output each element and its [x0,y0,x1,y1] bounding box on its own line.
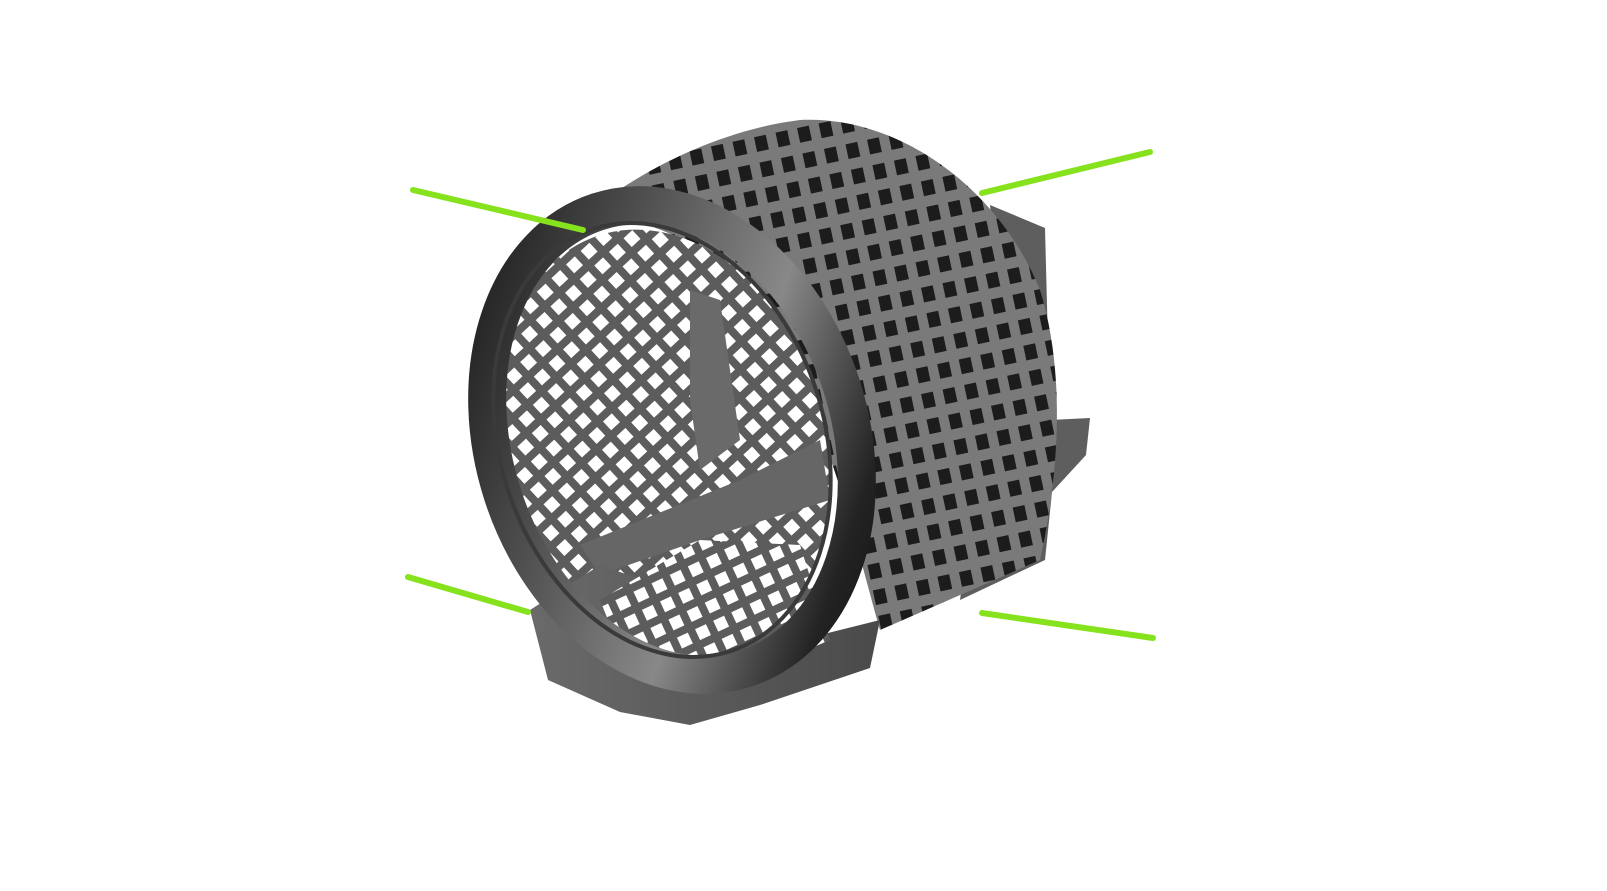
callout-top-left [410,187,586,233]
callout-bottom-left [405,574,531,615]
callout-top-right [979,149,1153,196]
drum-front-ring-edge [491,221,833,659]
drum-front-ring [468,186,876,694]
callout-lines [405,149,1156,641]
inner-divider-plate [690,290,740,470]
inner-divider-plate-lower [580,440,830,575]
callout-bottom-right [979,610,1156,641]
